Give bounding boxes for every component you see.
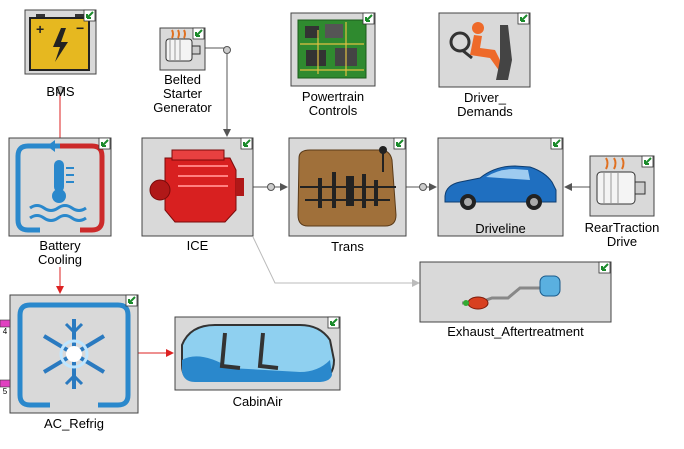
battery-icon: + − <box>29 14 90 71</box>
driver-label: Driver_ Demands <box>435 91 535 119</box>
ac-port-5-label: 5 <box>2 387 8 396</box>
cooling-loop-icon <box>15 140 105 233</box>
trans-label: Trans <box>331 239 364 254</box>
ac-refrig-block[interactable] <box>9 294 139 414</box>
driver-seat-icon <box>449 22 512 80</box>
rear-traction-label-line1: RearTraction <box>584 220 660 235</box>
belted-starter-label: Belted Starter Generator <box>140 73 225 115</box>
snowflake-icon <box>17 302 131 408</box>
ac-port-5[interactable] <box>0 379 11 388</box>
powertrain-label: Powertrain Controls <box>283 90 383 118</box>
driver-label-line1: Driver_ <box>464 90 506 105</box>
powertrain-label-line2: Controls <box>308 103 358 118</box>
connections <box>56 46 590 357</box>
ac-port-4-label: 4 <box>2 327 8 336</box>
motor-icon <box>596 157 646 205</box>
cabin-air-block[interactable] <box>174 316 341 391</box>
bms-block[interactable]: + − <box>24 9 97 75</box>
powertrain-block[interactable] <box>290 12 376 87</box>
bms-label: BMS <box>46 84 75 99</box>
battery-cooling-label: Battery Cooling <box>10 239 110 267</box>
link-ice-exhaust <box>252 236 420 287</box>
belted-starter-label-line3: Generator <box>153 100 212 115</box>
driveline-label: Driveline <box>475 221 526 236</box>
driver-label-line2: Demands <box>457 104 513 119</box>
engine-icon <box>149 149 244 223</box>
node-bms <box>56 86 64 94</box>
exhaust-block[interactable] <box>419 261 612 323</box>
belted-starter-label-line2: Starter <box>162 86 202 101</box>
driver-block[interactable] <box>438 12 531 88</box>
powertrain-label-line1: Powertrain <box>301 89 365 104</box>
circuit-board-icon <box>297 19 367 79</box>
svg-text:+: + <box>36 21 44 37</box>
rear-traction-label: RearTraction Drive <box>570 221 674 249</box>
cabin-icon <box>181 324 336 382</box>
node-bsg <box>223 46 231 54</box>
gearbox-icon <box>297 146 397 227</box>
driveline-block[interactable] <box>437 137 564 237</box>
cabin-air-label: CabinAir <box>232 394 283 409</box>
ice-label: ICE <box>186 238 209 253</box>
ac-refrig-label: AC_Refrig <box>44 416 104 431</box>
ice-block[interactable] <box>141 137 254 237</box>
belted-starter-label-line1: Belted <box>164 72 201 87</box>
exhaust-label: Exhaust_Aftertreatment <box>447 324 584 339</box>
battery-cooling-label-line1: Battery <box>39 238 81 253</box>
battery-cooling-block[interactable] <box>8 137 112 237</box>
node-trans-driveline <box>419 183 427 191</box>
rear-traction-block[interactable] <box>589 155 655 217</box>
ac-port-4[interactable] <box>0 319 11 328</box>
node-ice-trans <box>267 183 275 191</box>
rear-traction-label-line2: Drive <box>606 234 638 249</box>
svg-text:−: − <box>76 20 84 36</box>
battery-cooling-label-line2: Cooling <box>37 252 83 267</box>
trans-block[interactable] <box>288 137 407 237</box>
motor-icon <box>165 29 201 62</box>
car-icon <box>444 165 557 210</box>
belted-starter-block[interactable] <box>159 27 206 71</box>
exhaust-pipe-icon <box>462 275 561 310</box>
